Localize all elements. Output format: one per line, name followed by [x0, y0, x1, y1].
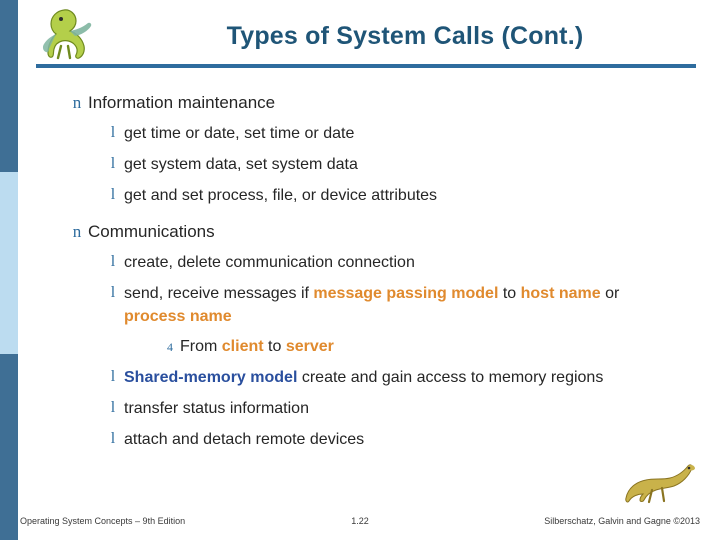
highlight-message-passing-model: message passing model: [313, 285, 499, 302]
bullet-marker-level2: l: [110, 186, 116, 203]
highlight-host-name: host name: [520, 285, 601, 302]
slide-body: n Information maintenance l get time or …: [0, 92, 720, 459]
highlight-client: client: [221, 338, 264, 355]
text-part: or: [600, 285, 620, 302]
text-part: create and gain access to memory regions: [297, 369, 604, 386]
bullet-text-rich: Shared-memory model create and gain acce…: [124, 366, 603, 389]
bullet-from-client-to-server: 4 From client to server: [0, 336, 720, 358]
bullet-text: get time or date, set time or date: [124, 125, 355, 142]
bullet-communications: n Communications: [0, 221, 720, 243]
bullet-marker-level2: l: [110, 124, 116, 141]
bullet-marker-level2: l: [110, 368, 116, 385]
bullet-text: attach and detach remote devices: [124, 431, 365, 448]
bullet-create-delete-connection: l create, delete communication connectio…: [0, 251, 720, 274]
footer-edition: Operating System Concepts – 9th Edition: [20, 516, 186, 526]
slide-title: Types of System Calls (Cont.): [226, 22, 584, 50]
bullet-marker-level2: l: [110, 399, 116, 416]
bullet-marker-level2: l: [110, 430, 116, 447]
dinosaur-logo-bottom-icon: [618, 458, 698, 504]
highlight-server: server: [285, 338, 334, 355]
footer-copyright: Silberschatz, Galvin and Gagne ©2013: [544, 516, 700, 526]
bullet-text: get and set process, file, or device att…: [124, 187, 438, 204]
text-part: send, receive messages if: [124, 285, 314, 302]
bullet-text: create, delete communication connection: [124, 254, 415, 271]
highlight-shared-memory-model: Shared-memory model: [124, 369, 298, 386]
bullet-marker-level2: l: [110, 155, 116, 172]
bullet-get-set-time: l get time or date, set time or date: [0, 122, 720, 145]
bullet-text: Communications: [88, 222, 215, 241]
bullet-send-receive-messages: l send, receive messages if message pass…: [0, 282, 720, 328]
bullet-text-rich: From client to server: [180, 336, 334, 358]
bullet-marker-level2: l: [110, 284, 116, 301]
bullet-attach-detach-remote-devices: l attach and detach remote devices: [0, 428, 720, 451]
footer-slide-number: 1.22: [351, 516, 369, 526]
bullet-shared-memory-model: l Shared-memory model create and gain ac…: [0, 366, 720, 389]
bullet-transfer-status-information: l transfer status information: [0, 397, 720, 420]
text-part: to: [263, 338, 286, 355]
text-part: to: [498, 285, 521, 302]
bullet-marker-level3: 4: [167, 340, 173, 354]
bullet-get-set-system-data: l get system data, set system data: [0, 153, 720, 176]
bullet-get-set-process-attributes: l get and set process, file, or device a…: [0, 184, 720, 207]
bullet-text: transfer status information: [124, 400, 309, 417]
dinosaur-logo-icon: [30, 6, 100, 62]
highlight-process-name: process name: [124, 308, 232, 325]
bullet-text-rich: send, receive messages if message passin…: [124, 282, 629, 328]
bullet-marker-level1: n: [72, 222, 82, 241]
bullet-information-maintenance: n Information maintenance: [0, 92, 720, 114]
sidebar-accent-bar-light: [0, 172, 18, 354]
title-divider: [36, 64, 696, 68]
bullet-text: Information maintenance: [88, 93, 276, 112]
text-part: From: [180, 338, 222, 355]
bullet-text: get system data, set system data: [124, 156, 358, 173]
bullet-marker-level1: n: [72, 93, 82, 112]
bullet-marker-level2: l: [110, 253, 116, 270]
